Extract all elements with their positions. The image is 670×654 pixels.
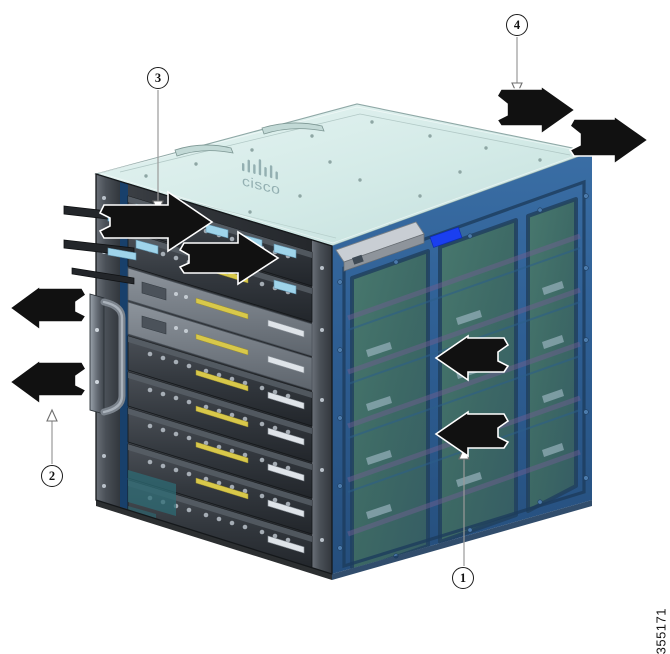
leader-lines: [51, 37, 518, 566]
arrow-front-mid-right: [178, 230, 280, 286]
figure-canvas: cisco: [8, 14, 668, 654]
callout-bubble-3[interactable]: 3: [147, 67, 169, 89]
arrow-side-lower: [434, 410, 510, 458]
arrow-left-upper: [8, 284, 88, 332]
arrow-rear-upper: [495, 84, 577, 136]
arrow-front-top-right: [98, 190, 214, 253]
callout-label-4: 4: [513, 17, 521, 32]
top-rear-module: [335, 221, 425, 272]
callout-label-1: 1: [459, 570, 467, 585]
chassis-top-panel: cisco: [94, 103, 595, 247]
chassis-illustration: cisco: [8, 37, 650, 580]
airflow-arrows: [8, 84, 650, 458]
arrow-rear-lower: [568, 114, 650, 166]
callout-bubble-2[interactable]: 2: [41, 465, 63, 487]
figure-id-label: 355171: [653, 608, 668, 654]
callout-bubble-1[interactable]: 1: [452, 567, 474, 589]
chassis-body: cisco: [63, 103, 595, 580]
chassis-handle: [89, 293, 126, 416]
chassis-front-panel: [63, 173, 333, 575]
callout-bubble-4[interactable]: 4: [506, 14, 528, 36]
arrow-side-upper: [434, 334, 510, 382]
arrow-left-lower: [8, 358, 88, 406]
status-label: [429, 226, 463, 248]
callout-label-2: 2: [48, 468, 56, 483]
callout-label-3: 3: [154, 70, 162, 85]
